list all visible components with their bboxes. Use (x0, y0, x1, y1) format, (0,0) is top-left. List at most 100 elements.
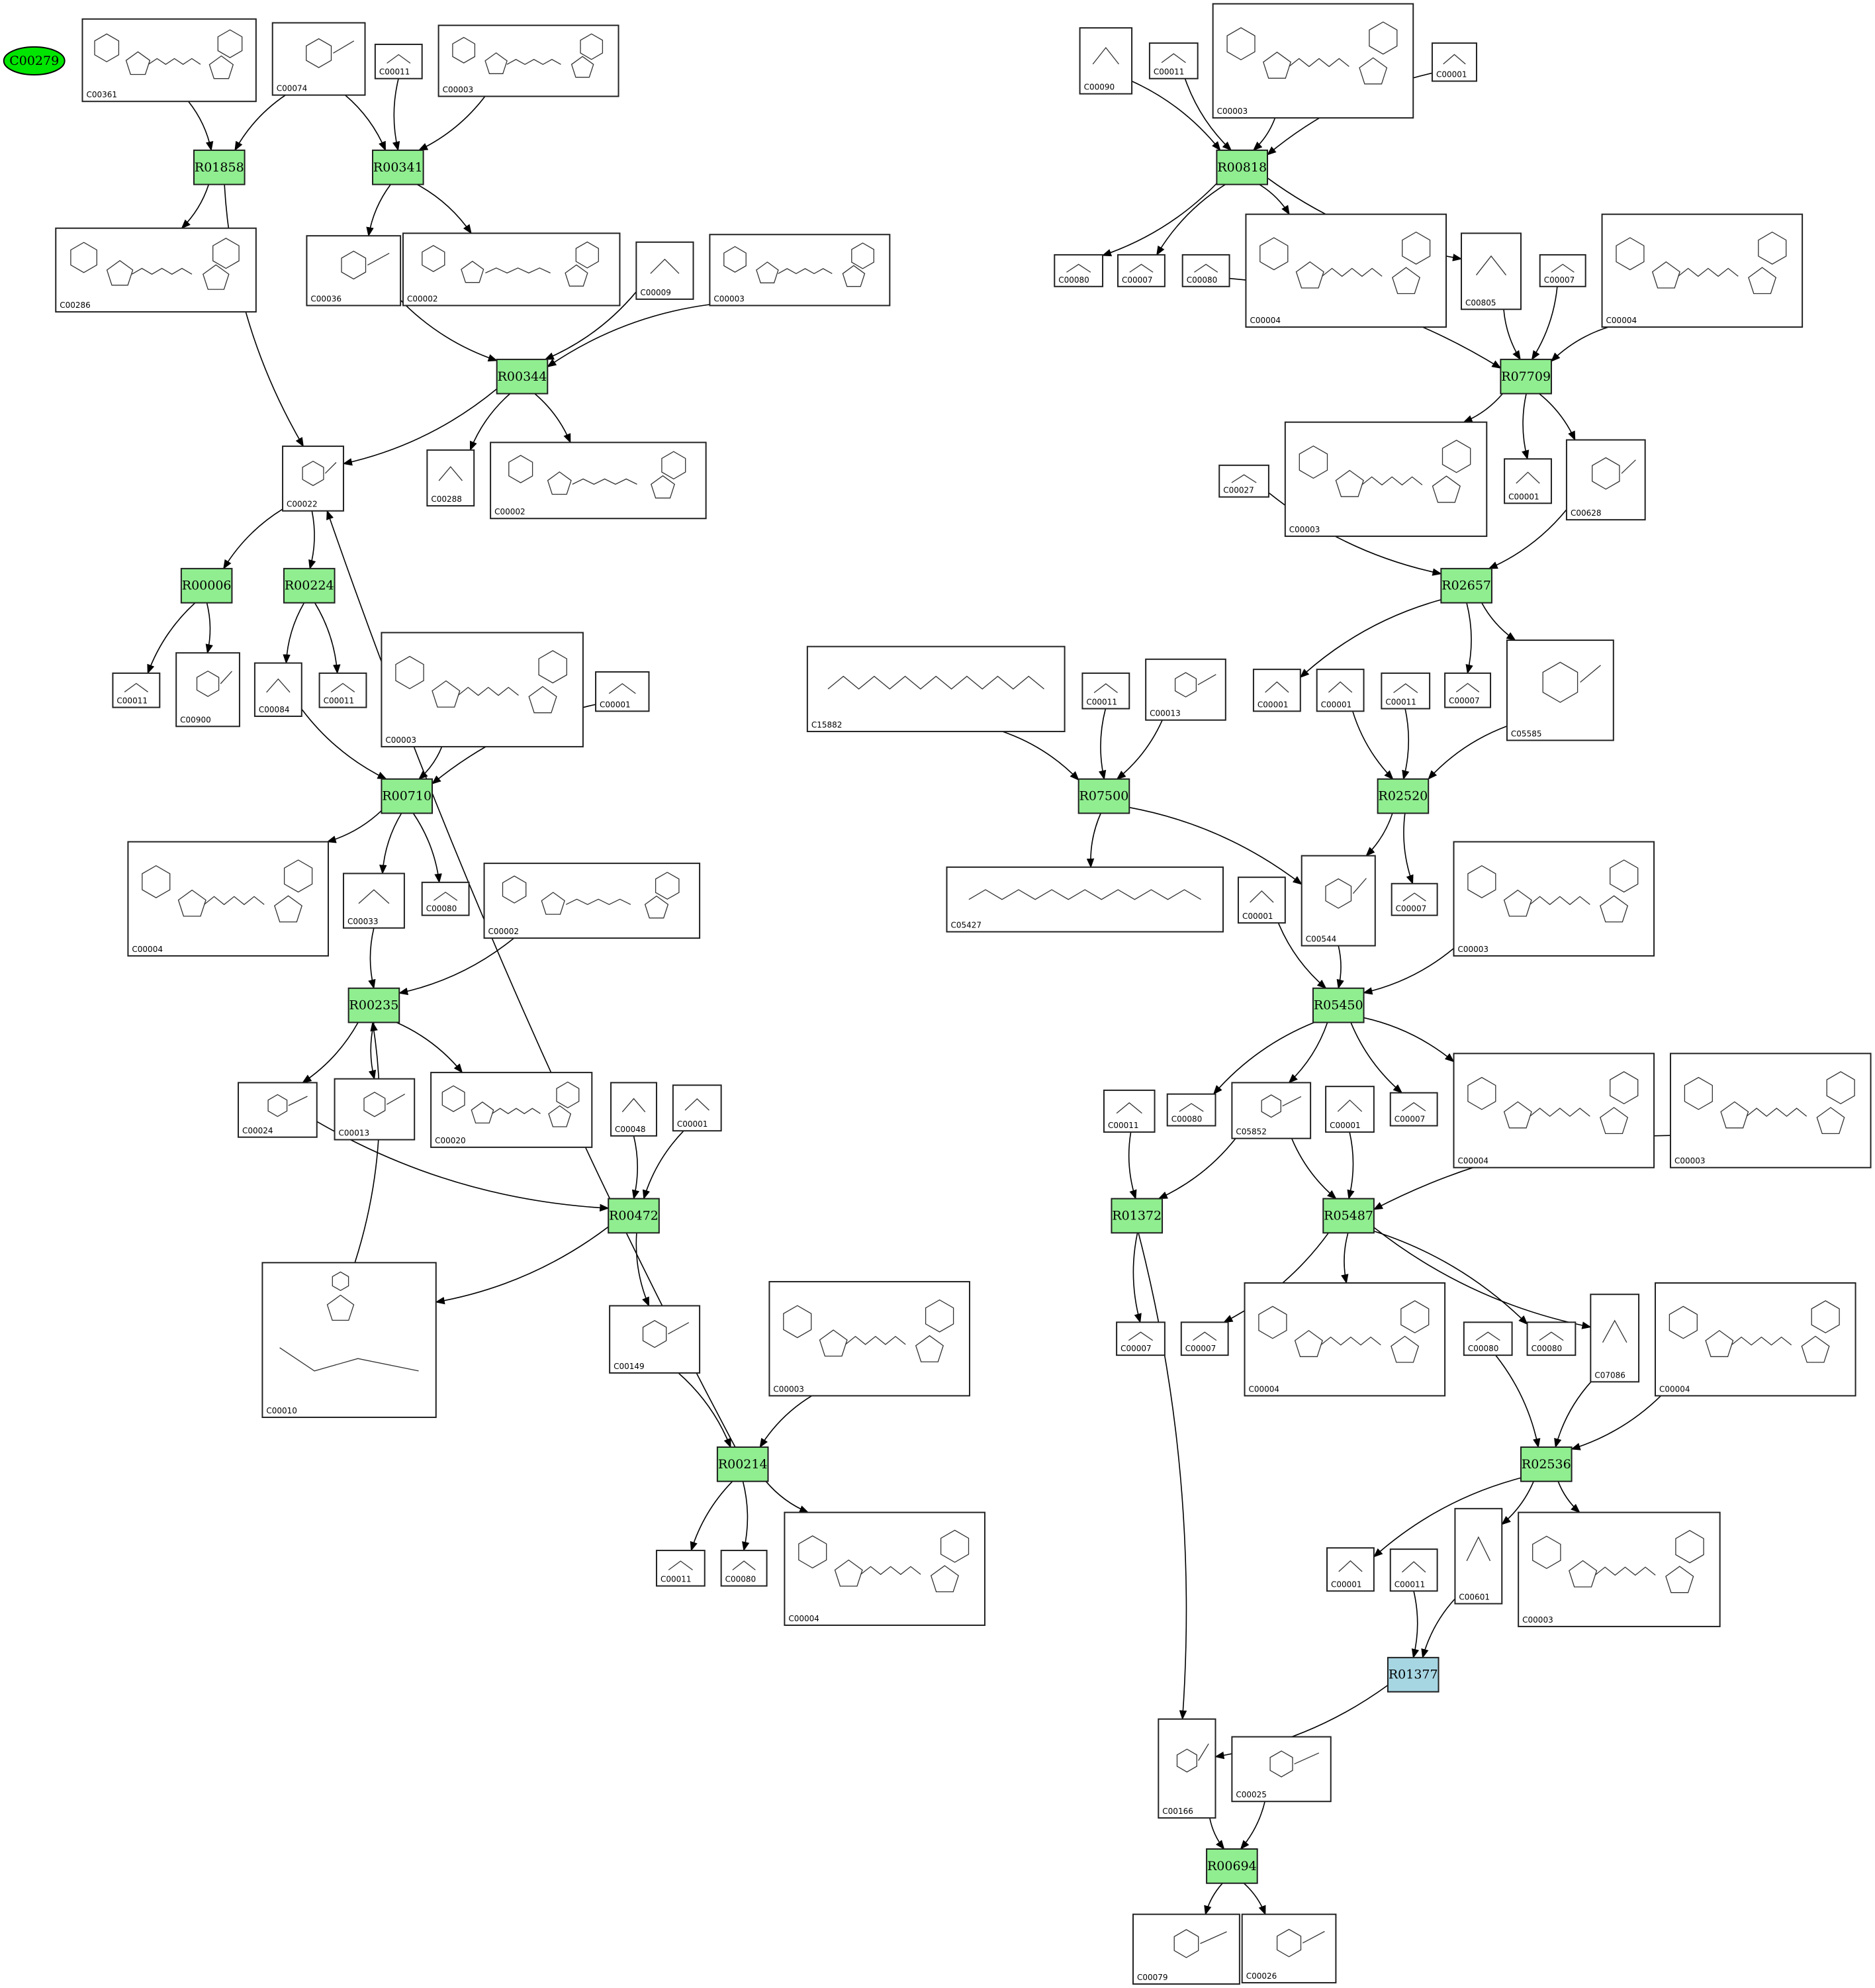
root-compound-node[interactable]: C00279 (3, 46, 66, 75)
compound-C00084[interactable]: C00084 (253, 662, 302, 717)
compound-C00013[interactable]: C00013 (334, 1078, 416, 1141)
compound-C00003[interactable]: C00003 (768, 1281, 970, 1397)
compound-C00011[interactable]: C00011 (374, 44, 423, 79)
compound-C00007[interactable]: C00007 (1116, 1321, 1166, 1356)
reaction-R02536[interactable]: R02536 (1520, 1446, 1573, 1482)
reaction-R00341[interactable]: R00341 (372, 149, 424, 185)
reaction-R00214[interactable]: R00214 (716, 1446, 769, 1482)
reaction-R00694[interactable]: R00694 (1206, 1848, 1258, 1884)
compound-C00002[interactable]: C00002 (402, 232, 621, 307)
compound-C00544[interactable]: C00544 (1301, 855, 1376, 947)
compound-C00080[interactable]: C00080 (1463, 1321, 1513, 1356)
compound-C00361[interactable]: C00361 (81, 18, 257, 103)
compound-C00004[interactable]: C00004 (1601, 213, 1804, 328)
compound-C00007[interactable]: C00007 (1180, 1321, 1229, 1356)
compound-C07086[interactable]: C07086 (1590, 1294, 1640, 1383)
compound-C00025[interactable]: C00025 (1231, 1736, 1332, 1803)
reaction-R00006[interactable]: R00006 (180, 567, 233, 604)
compound-C00024[interactable]: C00024 (238, 1082, 318, 1138)
compound-C00001[interactable]: C00001 (672, 1084, 722, 1132)
compound-C05427[interactable]: C05427 (946, 866, 1224, 933)
compound-C00080[interactable]: C00080 (720, 1550, 768, 1587)
reaction-R01377[interactable]: R01377 (1387, 1656, 1440, 1693)
compound-C00011[interactable]: C00011 (1081, 672, 1130, 710)
compound-C00022[interactable]: C00022 (282, 446, 344, 512)
compound-C00001[interactable]: C00001 (1252, 669, 1301, 712)
compound-C00080[interactable]: C00080 (1166, 1093, 1216, 1127)
reaction-R00472[interactable]: R00472 (608, 1198, 660, 1234)
compound-C00007[interactable]: C00007 (1117, 254, 1166, 287)
compound-C00003[interactable]: C00003 (1212, 3, 1414, 119)
compound-C00001[interactable]: C00001 (1431, 42, 1477, 82)
compound-C00013[interactable]: C00013 (1145, 658, 1226, 721)
compound-C00001[interactable]: C00001 (1326, 1547, 1375, 1592)
compound-C00004[interactable]: C00004 (784, 1511, 985, 1627)
reaction-R00224[interactable]: R00224 (283, 567, 336, 604)
compound-C00004[interactable]: C00004 (127, 841, 329, 957)
compound-C00080[interactable]: C00080 (1181, 254, 1230, 287)
compound-C15882[interactable]: C15882 (806, 645, 1066, 732)
reaction-R00344[interactable]: R00344 (496, 358, 549, 395)
compound-C00033[interactable]: C00033 (342, 873, 405, 929)
compound-C00003[interactable]: C00003 (1669, 1053, 1872, 1168)
compound-C00036[interactable]: C00036 (306, 235, 402, 307)
compound-C05585[interactable]: C05585 (1506, 639, 1614, 741)
compound-C00001[interactable]: C00001 (1325, 1086, 1375, 1133)
compound-C00003[interactable]: C00003 (1453, 841, 1655, 957)
reaction-R05487[interactable]: R05487 (1322, 1198, 1375, 1234)
compound-C00004[interactable]: C00004 (1654, 1282, 1856, 1397)
compound-C00007[interactable]: C00007 (1539, 254, 1586, 287)
reaction-R00235[interactable]: R00235 (347, 987, 400, 1023)
compound-C00009[interactable]: C00009 (635, 241, 694, 300)
compound-C00090[interactable]: C00090 (1079, 27, 1133, 95)
compound-C00288[interactable]: C00288 (426, 449, 475, 507)
compound-C00027[interactable]: C00027 (1218, 464, 1269, 498)
compound-C00080[interactable]: C00080 (1526, 1321, 1577, 1356)
compound-C00011[interactable]: C00011 (655, 1550, 706, 1587)
reaction-R01858[interactable]: R01858 (193, 149, 246, 185)
compound-C00004[interactable]: C00004 (1245, 213, 1447, 328)
reaction-R01372[interactable]: R01372 (1111, 1198, 1164, 1234)
compound-C00004[interactable]: C00004 (1244, 1282, 1446, 1397)
reaction-R02520[interactable]: R02520 (1377, 778, 1430, 814)
compound-C00166[interactable]: C00166 (1158, 1718, 1216, 1819)
compound-C00020[interactable]: C00020 (430, 1072, 593, 1149)
compound-C00628[interactable]: C00628 (1565, 439, 1646, 521)
compound-C00074[interactable]: C00074 (271, 22, 366, 96)
compound-C00601[interactable]: C00601 (1454, 1507, 1503, 1605)
compound-C00001[interactable]: C00001 (1237, 876, 1286, 924)
compound-C00048[interactable]: C00048 (610, 1082, 657, 1137)
compound-C05852[interactable]: C05852 (1231, 1082, 1312, 1139)
compound-C00149[interactable]: C00149 (609, 1305, 701, 1374)
compound-C00080[interactable]: C00080 (1054, 254, 1104, 287)
compound-C00286[interactable]: C00286 (55, 227, 257, 313)
compound-C00011[interactable]: C00011 (1389, 1548, 1438, 1592)
reaction-R07500[interactable]: R07500 (1077, 778, 1130, 814)
reaction-R00710[interactable]: R00710 (381, 778, 434, 814)
compound-C00079[interactable]: C00079 (1132, 1913, 1240, 1985)
compound-C00001[interactable]: C00001 (1504, 458, 1552, 504)
reaction-R05450[interactable]: R05450 (1312, 987, 1365, 1023)
compound-C00001[interactable]: C00001 (595, 671, 650, 712)
compound-C00011[interactable]: C00011 (1381, 672, 1431, 710)
compound-C00002[interactable]: C00002 (490, 442, 707, 520)
compound-C00805[interactable]: C00805 (1460, 232, 1522, 310)
compound-C00007[interactable]: C00007 (1444, 672, 1492, 708)
reaction-R00818[interactable]: R00818 (1216, 149, 1269, 185)
compound-C00007[interactable]: C00007 (1391, 882, 1438, 916)
compound-C00007[interactable]: C00007 (1389, 1092, 1438, 1127)
compound-C00003[interactable]: C00003 (1518, 1511, 1721, 1627)
reaction-R07709[interactable]: R07709 (1500, 358, 1552, 395)
compound-C00011[interactable]: C00011 (318, 672, 367, 708)
compound-C00011[interactable]: C00011 (112, 672, 161, 708)
compound-C00080[interactable]: C00080 (421, 881, 470, 916)
compound-C00004[interactable]: C00004 (1453, 1053, 1655, 1168)
compound-C00003[interactable]: C00003 (437, 24, 619, 97)
compound-C00011[interactable]: C00011 (1148, 42, 1199, 79)
compound-C00026[interactable]: C00026 (1241, 1913, 1337, 1984)
compound-C00011[interactable]: C00011 (1103, 1089, 1156, 1133)
compound-C00003[interactable]: C00003 (1284, 421, 1488, 538)
compound-C00002[interactable]: C00002 (483, 863, 701, 939)
compound-C00001[interactable]: C00001 (1316, 669, 1365, 712)
compound-C00010[interactable]: C00010 (261, 1262, 437, 1418)
